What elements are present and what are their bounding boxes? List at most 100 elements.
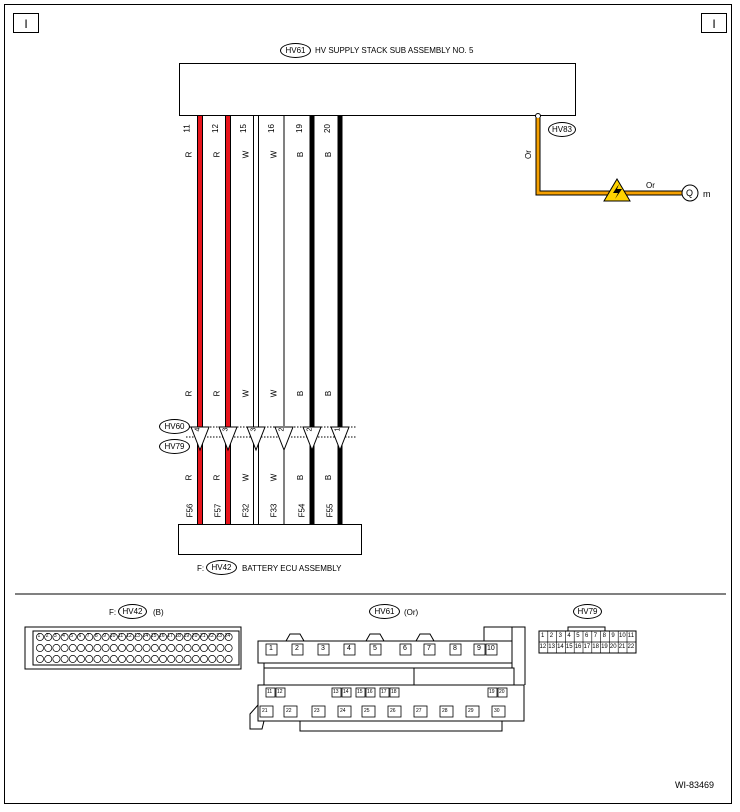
hv79-pin-number: 20 [609, 644, 617, 650]
hv79-pin-number: 8 [602, 633, 606, 639]
hv42-pin [142, 644, 151, 652]
hv42-pin [93, 655, 102, 663]
hv42-pin [175, 655, 184, 663]
hv61-mid-pin [379, 687, 390, 698]
hv61-pin-number: 9 [477, 645, 481, 652]
hv79-pin-number: 1 [541, 633, 545, 639]
hv79-pin-number: 13 [548, 644, 555, 650]
hv79-pin-number: 4 [567, 633, 571, 639]
ecu-pin-label: F33 [269, 503, 279, 518]
hv61-pin-number: 13 [333, 689, 339, 695]
hv42-pin [191, 644, 200, 652]
hv42-pin [44, 644, 53, 652]
hv61-pin-number: 23 [314, 708, 320, 714]
hv42-pin [150, 655, 159, 663]
wire-color-label: R [212, 151, 222, 158]
hv42-pin [134, 655, 143, 663]
hv61-pin-number: 7 [427, 645, 431, 652]
hv61-connector-tag: HV61 [280, 43, 311, 58]
hv42-pin [183, 644, 192, 652]
hv42-pin-number: 18 [175, 633, 181, 639]
hv42-pin [52, 633, 61, 641]
hv61-pin-number: 19 [489, 689, 495, 695]
wire-color-label: W [269, 473, 279, 482]
battery-ecu-box [178, 524, 362, 555]
hv42-connector-tag: HV42 [206, 560, 237, 575]
hv42-pin [60, 644, 69, 652]
hv42-pin [216, 633, 225, 641]
hv61-pin-number: 12 [277, 689, 283, 695]
hv61-top-pin [317, 643, 330, 656]
hv61-bottom-pin [413, 705, 428, 718]
legend-hv61-tag: HV61 [369, 604, 400, 619]
ecu-pin-label: F56 [185, 503, 195, 518]
hv42-pin-number: 3 [53, 633, 57, 639]
hv42-pin [167, 644, 176, 652]
wire-color-label: W [241, 473, 251, 482]
hv61-top-pin [399, 643, 412, 656]
hv42-pin [167, 655, 176, 663]
hv61-pin-number: 24 [340, 708, 346, 714]
hv42-pin [126, 633, 135, 641]
hv42-pin [208, 633, 217, 641]
hv42-pin-number: 15 [150, 633, 157, 639]
diagram-frame [4, 4, 732, 804]
hv61-mid-pin [275, 687, 286, 698]
hv61-mid-pin [497, 687, 508, 698]
hv42-pin [101, 633, 110, 641]
hv61-mid-pin [265, 687, 276, 698]
hv42-pin [36, 644, 44, 652]
hv42-pin [183, 633, 192, 641]
hv61-top-pin [485, 643, 498, 656]
hv79-pin-number: 7 [593, 633, 598, 639]
hv42-pin [118, 644, 126, 652]
hv42-pin [126, 644, 135, 652]
hv42-pin [167, 633, 176, 641]
hv42-pin-number: 16 [159, 633, 165, 639]
wire-color-label: R [212, 390, 222, 397]
hv61-bottom-pin [283, 705, 298, 718]
hv42-pin [93, 633, 102, 641]
hv42-pin [77, 655, 85, 663]
hv42-pin [150, 633, 159, 641]
hv61-top-pin [343, 643, 356, 656]
wire-color-label: R [184, 474, 194, 481]
hv79-pin-number: 10 [619, 633, 626, 639]
orange-wire-color-label-horizontal: Or [646, 181, 655, 190]
ecu-pin-label: F32 [241, 503, 251, 518]
top-component-title: HV SUPPLY STACK SUB ASSEMBLY NO. 5 [315, 46, 474, 55]
hv42-pin [208, 655, 217, 663]
hv42-pin [159, 655, 167, 663]
hv79-pin-number: 17 [583, 644, 591, 650]
hv42-pin [175, 644, 184, 652]
ground-point-suffix: m [703, 189, 711, 199]
hv42-pin [191, 655, 200, 663]
legend-hv42-prefix: F: [109, 608, 117, 617]
hv42-pin-number: 17 [167, 633, 173, 639]
hv61-mid-pin [341, 687, 352, 698]
hv61-bottom-pin [439, 705, 454, 718]
hv42-pin-number: 8 [94, 633, 98, 639]
hv42-pin [134, 644, 143, 652]
hv42-pin-number: 23 [216, 633, 222, 639]
hv42-pin [200, 644, 208, 652]
hv61-mid-pin [389, 687, 400, 698]
hv61-pin-number: 27 [416, 708, 422, 714]
hv79-connector-tag: HV79 [159, 439, 190, 454]
hv61-top-pin [291, 643, 304, 656]
hv42-pin-number: 21 [200, 633, 206, 639]
hv61-pin-number: 10 [487, 645, 495, 652]
hv42-pin [183, 655, 192, 663]
ecu-pin-label: F57 [213, 503, 223, 518]
hv61-pin-number: 17 [381, 689, 387, 695]
joint-pin-label: 3 [222, 427, 230, 432]
legend-hv42-color: (B) [153, 608, 164, 617]
wire-color-label: W [241, 150, 251, 159]
hv42-pin [68, 644, 77, 652]
hv79-pin-number: 15 [565, 644, 573, 650]
wire-color-label: W [269, 389, 279, 398]
hv42-pin [109, 644, 118, 652]
legend-hv61-color: (Or) [404, 608, 419, 617]
hv79-pin-number: 16 [574, 644, 582, 650]
hv42-pin-number: 1 [37, 633, 41, 639]
